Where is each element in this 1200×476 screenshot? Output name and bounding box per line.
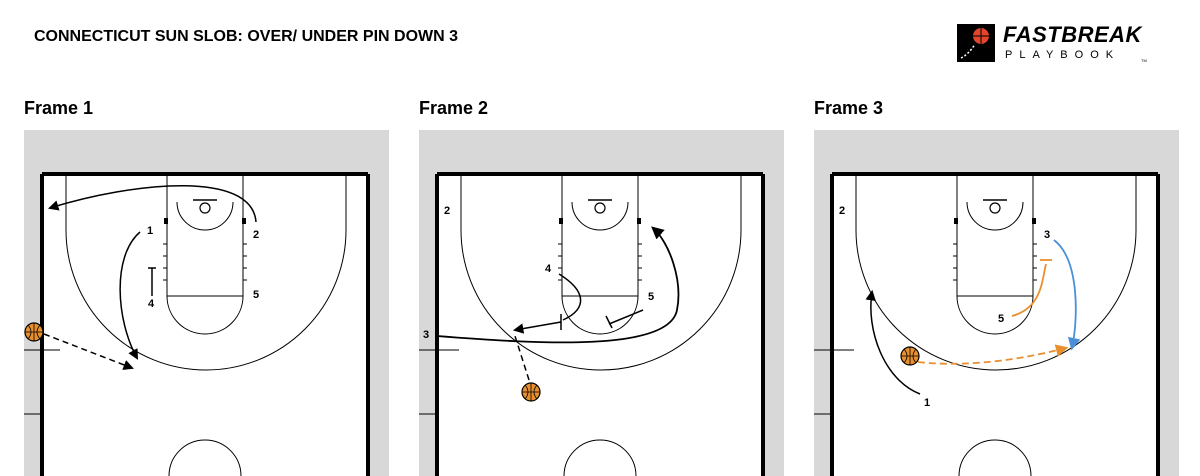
cut-3-across xyxy=(436,226,680,344)
player-4: 4 xyxy=(545,263,552,275)
player-4: 4 xyxy=(148,298,155,310)
free-throw-circle xyxy=(956,295,1034,335)
hoop xyxy=(199,202,211,214)
basketball-icon xyxy=(24,322,44,342)
player-3: 3 xyxy=(1044,229,1050,241)
block-left xyxy=(559,218,563,224)
pass-line xyxy=(514,335,530,381)
hoop xyxy=(594,202,606,214)
block-right xyxy=(1032,218,1036,224)
block-right xyxy=(242,218,246,224)
court-floor xyxy=(42,174,368,476)
court-floor xyxy=(437,174,763,476)
frame-3-court: 1 2 3 5 xyxy=(814,130,1179,476)
fastbreak-logo: FASTBREAK PLAYBOOK TM xyxy=(955,20,1155,68)
player-2: 2 xyxy=(253,229,259,241)
player-3: 3 xyxy=(423,329,429,341)
logo-wordmark: FASTBREAK xyxy=(1003,22,1142,47)
player-5: 5 xyxy=(253,289,259,301)
key-lane xyxy=(956,173,1034,297)
three-point-line xyxy=(460,174,742,371)
fastbreak-logo-icon xyxy=(957,24,995,62)
frame-1-label: Frame 1 xyxy=(24,98,94,118)
center-circle xyxy=(168,439,242,476)
player-2: 2 xyxy=(839,205,845,217)
center-circle xyxy=(958,439,1032,476)
restricted-arc xyxy=(571,201,629,231)
three-point-line xyxy=(855,174,1137,371)
logo-subtitle: PLAYBOOK xyxy=(1005,49,1121,61)
basketball-icon xyxy=(900,346,920,366)
key-lane xyxy=(166,173,244,297)
player-2: 2 xyxy=(444,205,450,217)
free-throw-circle xyxy=(166,295,244,335)
cut-1-up xyxy=(865,289,921,395)
free-throw-circle xyxy=(561,295,639,335)
player-5: 5 xyxy=(998,313,1004,325)
logo-trademark: TM xyxy=(1141,58,1147,63)
restricted-arc xyxy=(966,201,1024,231)
lane-marks xyxy=(558,243,642,281)
cut-4-down xyxy=(558,273,582,321)
screen-5 xyxy=(605,309,644,329)
restricted-arc xyxy=(176,201,234,231)
player-1: 1 xyxy=(924,397,930,409)
frame-3-label: Frame 3 xyxy=(814,98,884,118)
pass-line xyxy=(43,333,134,370)
pass-to-3 xyxy=(917,344,1069,365)
screen-5-up xyxy=(1011,263,1047,317)
court-floor xyxy=(832,174,1158,476)
lane-marks xyxy=(953,243,1037,281)
block-right xyxy=(637,218,641,224)
block-left xyxy=(954,218,958,224)
block-left xyxy=(164,218,168,224)
page-title: CONNECTICUT SUN SLOB: OVER/ UNDER PIN DO… xyxy=(34,28,459,45)
cut-3-down xyxy=(1053,239,1081,351)
cut-1-to-wing xyxy=(119,231,141,360)
screen-4-path xyxy=(515,314,562,330)
cut-2-to-corner xyxy=(47,185,257,223)
three-point-line xyxy=(65,174,347,371)
frame-2-label: Frame 2 xyxy=(419,98,489,118)
frame-2-court: 2 3 4 5 xyxy=(419,130,784,476)
center-circle xyxy=(563,439,637,476)
hoop xyxy=(989,202,1001,214)
player-1: 1 xyxy=(147,225,153,237)
basketball-icon xyxy=(521,382,541,402)
key-lane xyxy=(561,173,639,297)
player-5: 5 xyxy=(648,291,654,303)
screen-4 xyxy=(148,267,156,296)
frame-1-court: 1 2 4 5 xyxy=(24,130,389,476)
